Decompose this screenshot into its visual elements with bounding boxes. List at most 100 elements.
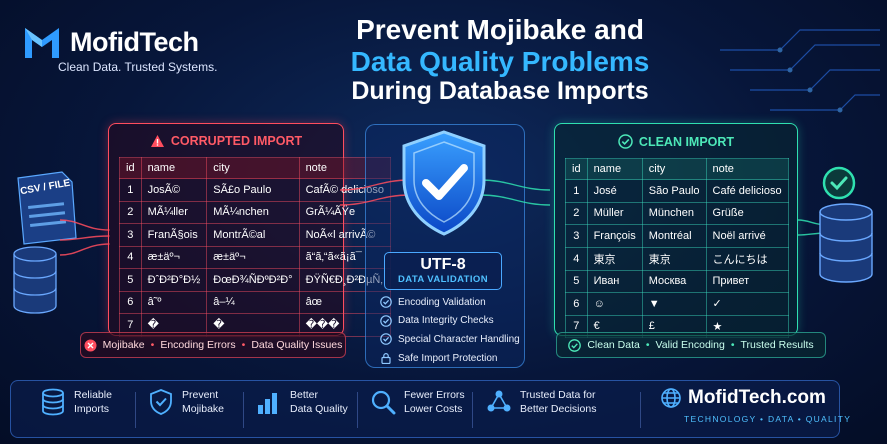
- validation-check-item: Special Character Handling: [380, 330, 530, 349]
- cell-note: ✓: [705, 292, 789, 316]
- issue-item: Encoding Errors: [160, 339, 236, 351]
- magnifier-icon: [371, 391, 396, 415]
- utf8-subtitle: DATA VALIDATION: [398, 274, 488, 285]
- warning-icon: [150, 135, 164, 147]
- cell-note: NoÃ«l arrivÃ©: [298, 223, 391, 247]
- feature-line: Mojibake: [182, 403, 225, 416]
- feature-line: Imports: [74, 403, 110, 416]
- check-circle-icon: [380, 333, 392, 346]
- validation-check-item: Encoding Validation: [380, 293, 530, 312]
- column-header-name: name: [586, 158, 643, 180]
- column-header-id: id: [565, 158, 588, 180]
- bullet-separator: •: [645, 339, 650, 351]
- column-header-city: city: [641, 158, 707, 180]
- site-tagline: TECHNOLOGY • DATA • QUALITY: [684, 414, 852, 424]
- feature-divider: [640, 392, 641, 428]
- validation-check-item: Safe Import Protection: [380, 349, 530, 368]
- cell-name: 東京: [586, 246, 643, 271]
- site-link[interactable]: MofidTech.com: [660, 387, 826, 409]
- cell-id: 4: [565, 246, 588, 271]
- bullet-separator: •: [241, 339, 246, 351]
- cell-id: 2: [565, 201, 588, 225]
- cell-city: 東京: [641, 246, 707, 271]
- feature-line: Data Quality: [290, 403, 348, 416]
- source-database-icon: [13, 246, 57, 314]
- cell-city: München: [641, 201, 707, 225]
- cell-note: こんにちは: [705, 246, 789, 271]
- cell-city: Montréal: [641, 224, 707, 248]
- network-icon: [487, 390, 511, 412]
- target-database-icon: [819, 203, 873, 283]
- headline-line-1: Prevent Mojibake and: [356, 14, 644, 45]
- cell-name: FranÃ§ois: [140, 223, 208, 247]
- table-header-row: id name city note: [565, 158, 789, 180]
- cell-id: 3: [565, 224, 588, 248]
- validation-checklist: Encoding Validation Data Integrity Check…: [380, 293, 530, 367]
- feature-line: Reliable: [74, 389, 112, 401]
- cell-city: SÃ£o Paulo: [206, 178, 300, 202]
- cell-city: â–¼: [206, 290, 300, 314]
- cell-note: Привет: [705, 269, 789, 293]
- column-header-id: id: [119, 157, 142, 179]
- cell-id: 1: [119, 178, 142, 202]
- validation-check-label: Safe Import Protection: [398, 352, 498, 364]
- table-row: 6☺▼✓: [565, 292, 789, 316]
- cell-city: Москва: [641, 269, 707, 293]
- cell-name: æ±äº¬: [140, 245, 208, 269]
- cell-city: MÃ¼nchen: [206, 200, 300, 224]
- issue-item: Data Quality Issues: [251, 339, 343, 351]
- feature-divider: [135, 392, 136, 428]
- headline-line-2: Data Quality Problems: [350, 45, 650, 77]
- cell-name: Müller: [586, 201, 643, 225]
- utf8-title: UTF-8: [420, 256, 466, 273]
- cell-note: ���: [298, 313, 391, 337]
- cell-id: 6: [119, 290, 142, 314]
- check-circle-icon: [380, 296, 392, 309]
- cell-note: GrÃ¼ÃŸe: [298, 200, 391, 224]
- cell-name: ÐˆÐ²Ð°Ð½: [140, 268, 208, 292]
- feature-divider: [472, 392, 473, 428]
- cell-city: São Paulo: [641, 179, 707, 203]
- circuit-decoration-right: [720, 29, 880, 113]
- features-bar: [10, 380, 840, 438]
- feature-divider: [357, 392, 358, 428]
- brand-m-icon: [25, 28, 59, 58]
- table-header-row: id name city note: [119, 157, 391, 179]
- cell-city: ÐœÐ¾ÑÐºÐ²Ð°: [206, 268, 300, 292]
- cell-name: François: [586, 224, 643, 248]
- bar-chart-icon: [258, 393, 277, 415]
- bullet-separator: •: [150, 339, 155, 351]
- clean-badge-check-icon: [822, 166, 856, 200]
- cell-city: æ±äº¬: [206, 245, 300, 269]
- cell-note: Café delicioso: [705, 179, 789, 203]
- cell-name: MÃ¼ller: [140, 200, 208, 224]
- cell-id: 5: [119, 268, 142, 292]
- csv-file-icon: [17, 171, 77, 245]
- cell-id: 4: [119, 245, 142, 269]
- headline: Prevent Mojibake and Data Quality Proble…: [300, 14, 700, 106]
- validation-check-label: Data Integrity Checks: [398, 315, 494, 327]
- validation-check-label: Special Character Handling: [398, 333, 520, 345]
- corrupted-issues-bar: Mojibake • Encoding Errors • Data Qualit…: [80, 332, 346, 358]
- column-header-name: name: [140, 157, 208, 179]
- bullet-separator: •: [730, 339, 735, 351]
- cell-note: Noël arrivé: [705, 224, 789, 248]
- cell-name: José: [586, 179, 643, 203]
- cell-city: MontrÃ©al: [206, 223, 300, 247]
- cell-id: 2: [119, 200, 142, 224]
